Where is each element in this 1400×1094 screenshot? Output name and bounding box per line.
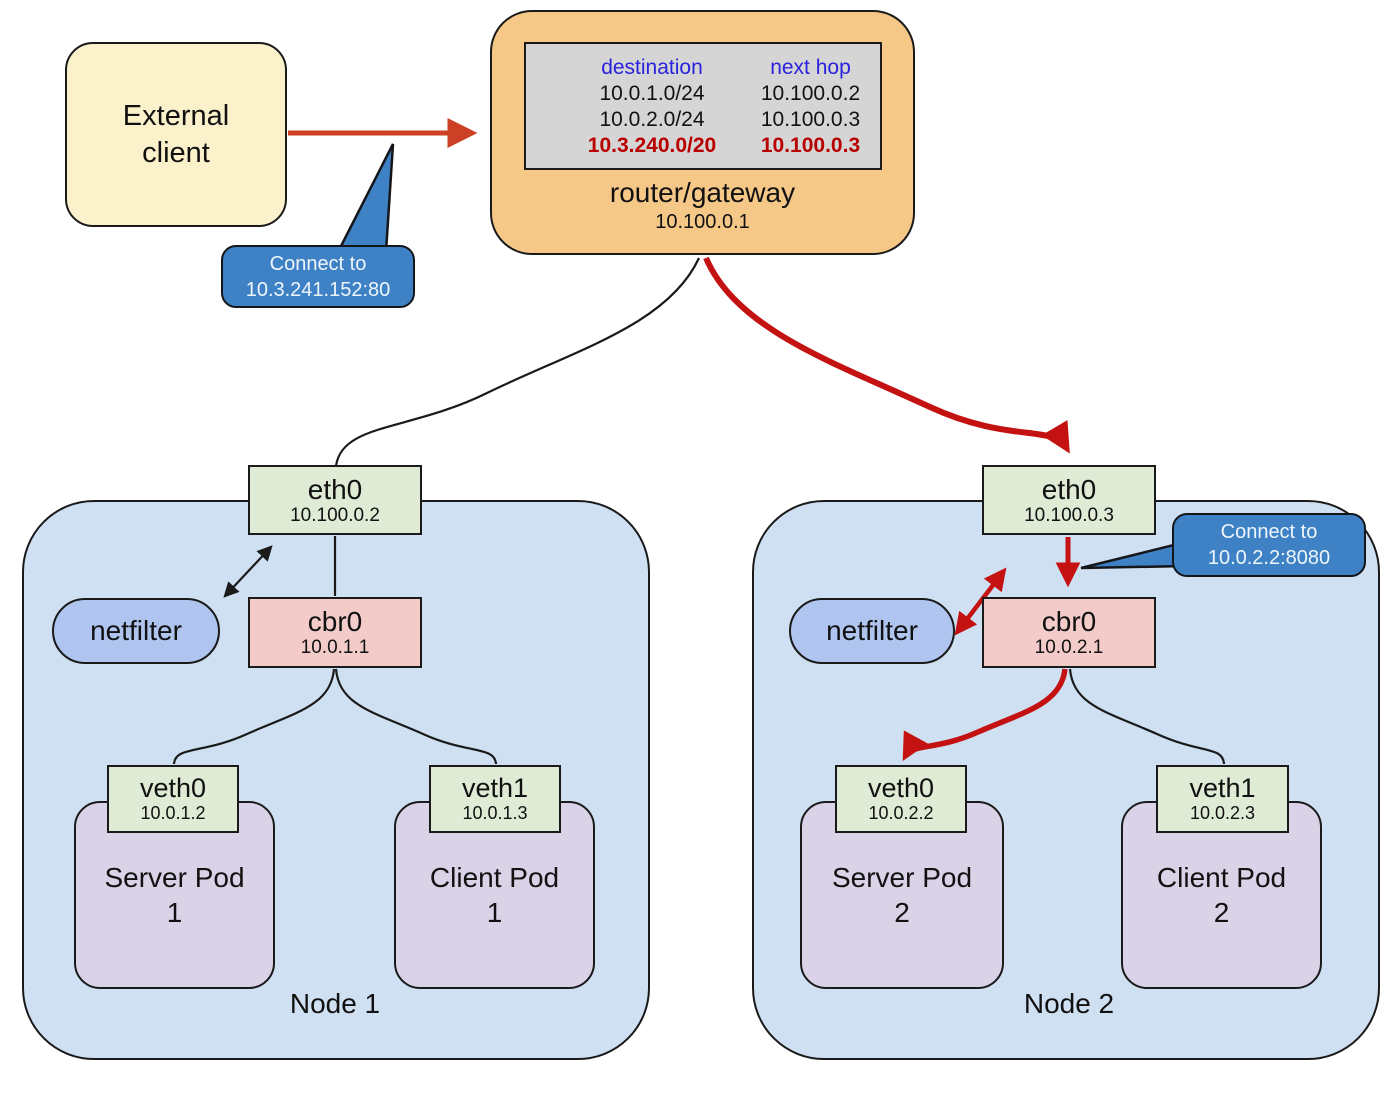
routing-table-header-next-hop: next hop [770, 56, 851, 79]
node2-label: Node 2 [1023, 988, 1115, 1019]
node1-cbr0-name: cbr0 [307, 606, 363, 637]
node2-veth1-name: veth1 [1189, 773, 1256, 803]
node1-veth1-ip: 10.0.1.3 [462, 803, 528, 823]
node1-veth1-name: veth1 [461, 773, 529, 803]
node2-veth0-name: veth0 [867, 773, 935, 803]
node1-client-pod-label: Client Pod 1 [429, 862, 560, 928]
external-client-label: External client [122, 99, 230, 169]
node2-veth0-ip: 10.0.2.2 [868, 803, 934, 823]
node1-cbr0-ip: 10.0.1.1 [300, 637, 370, 658]
node1-veth0-box: veth0 10.0.1.2 [107, 765, 239, 833]
route-2-next-hop: 10.100.0.3 [760, 108, 861, 131]
node1-veth0-name: veth0 [139, 773, 207, 803]
node2-client-pod-label: Client Pod 2 [1156, 862, 1287, 928]
node1-netfilter-label: netfilter [90, 615, 182, 646]
routing-table-row: 10.0.2.0/24 10.100.0.3 [563, 107, 880, 133]
node2-cbr0-ip: 10.0.2.1 [1034, 637, 1104, 658]
node2-netfilter-pill: netfilter [789, 598, 955, 664]
routing-table-header-row: destination next hop [563, 55, 880, 81]
route-1-next-hop: 10.100.0.2 [760, 82, 861, 105]
node2-veth1-box: veth1 10.0.2.3 [1156, 765, 1289, 833]
node2-cbr0-box: cbr0 10.0.2.1 [982, 597, 1156, 668]
node1-veth0-ip: 10.0.1.2 [140, 803, 206, 823]
node1-cbr0-box: cbr0 10.0.1.1 [248, 597, 422, 668]
routing-table-row: 10.0.1.0/24 10.100.0.2 [563, 81, 880, 107]
node1-label: Node 1 [289, 988, 381, 1019]
router-to-node2-arrow [703, 256, 1070, 454]
node2-netfilter-label: netfilter [826, 615, 918, 646]
node2-connect-callout: Connect to 10.0.2.2:8080 [1172, 513, 1366, 577]
node1-eth0-box: eth0 10.100.0.2 [248, 465, 422, 535]
node1-server-pod-label: Server Pod 1 [104, 862, 245, 928]
router-gateway-ip: 10.100.0.1 [655, 211, 750, 233]
route-3-destination: 10.3.240.0/20 [587, 134, 717, 157]
external-callout-tail [335, 143, 395, 254]
node2-veth1-ip: 10.0.2.3 [1189, 803, 1256, 823]
node1-veth1-box: veth1 10.0.1.3 [429, 765, 561, 833]
node1-eth0-name: eth0 [307, 473, 363, 505]
node2-eth0-name: eth0 [1041, 473, 1097, 505]
route-3-next-hop: 10.100.0.3 [760, 134, 861, 157]
routing-table-header-destination: destination [601, 56, 703, 79]
router-gateway-label: router/gateway [609, 177, 796, 208]
routing-table-row-highlighted: 10.3.240.0/20 10.100.0.3 [563, 133, 880, 159]
routing-table: destination next hop 10.0.1.0/24 10.100.… [524, 42, 882, 170]
route-1-destination: 10.0.1.0/24 [599, 82, 705, 105]
route-2-destination: 10.0.2.0/24 [599, 108, 705, 131]
node1-netfilter-pill: netfilter [52, 598, 220, 664]
node2-cbr0-name: cbr0 [1041, 606, 1097, 637]
node2-eth0-box: eth0 10.100.0.3 [982, 465, 1156, 535]
external-client-box: External client [65, 42, 287, 227]
node2-server-pod-label: Server Pod 2 [831, 862, 973, 928]
external-connect-callout: Connect to 10.3.241.152:80 [221, 245, 415, 308]
node1-eth0-ip: 10.100.0.2 [290, 504, 380, 526]
node2-veth0-box: veth0 10.0.2.2 [835, 765, 967, 833]
router-gateway-box: destination next hop 10.0.1.0/24 10.100.… [490, 10, 915, 255]
node2-eth0-ip: 10.100.0.3 [1024, 504, 1114, 526]
